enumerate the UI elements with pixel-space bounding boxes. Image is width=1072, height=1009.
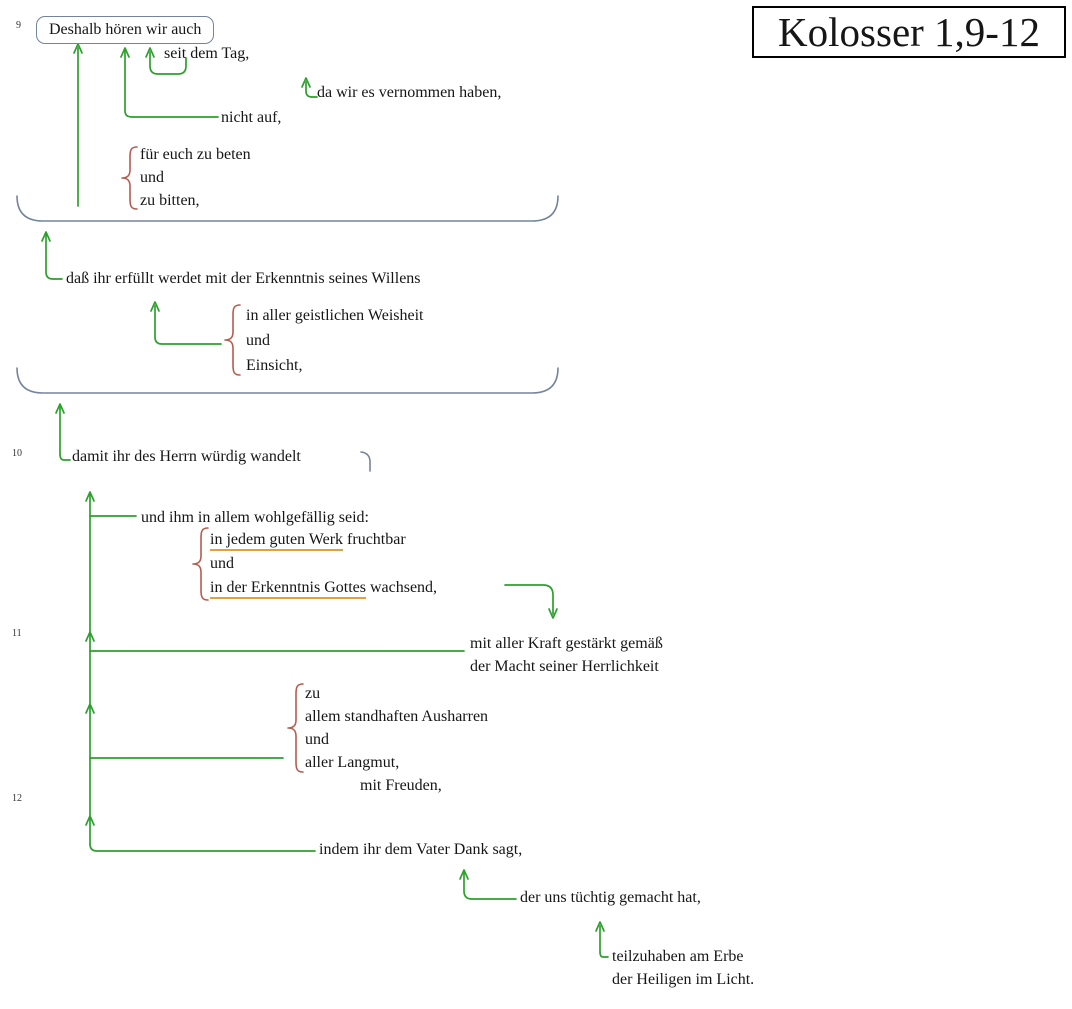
phrase-werk-underlined: in jedem guten Werk <box>210 531 344 551</box>
phrase-fuer-euch: für euch zu beten <box>140 146 251 163</box>
group-weisheit: in aller geistlichen Weisheit und Einsic… <box>246 303 423 378</box>
arrowhead-wachsend-down-icon <box>548 608 558 619</box>
phrase-der-uns: der uns tüchtig gemacht hat, <box>520 889 701 906</box>
connector-wachsend-down <box>504 584 554 615</box>
group-kraft: mit aller Kraft gestärkt gemäß der Macht… <box>470 632 663 678</box>
page-title: Kolosser 1,9-12 <box>778 8 1040 55</box>
arrowhead-seit-dem-tag-up-icon <box>145 47 155 58</box>
brace-weisheit-icon <box>224 304 241 376</box>
phrase-einsicht: Einsicht, <box>246 357 303 374</box>
phrase-heiligen: der Heiligen im Licht. <box>612 971 755 988</box>
group-teilzuhaben: teilzuhaben am Erbe der Heiligen im Lich… <box>612 945 754 991</box>
sentence-bracket-2 <box>16 367 559 394</box>
phrase-erkenntnis-underlined: in der Erkenntnis Gottes <box>210 579 366 599</box>
phrase-zu-bitten: zu bitten, <box>140 192 200 209</box>
phrase-erkenntnis-rest: wachsend, <box>365 579 438 596</box>
connector-der-uns <box>463 872 517 900</box>
connector-teilzuhaben <box>599 925 609 958</box>
phrase-damit-wandelt: damit ihr des Herrn würdig wandelt <box>72 448 301 465</box>
phrase-weisheit: in aller geistlichen Weisheit <box>246 307 424 324</box>
phrase-der-macht: der Macht seiner Herrlichkeit <box>470 658 659 675</box>
phrase-werk-und: und <box>210 555 234 572</box>
arrowhead-spine-top-icon <box>85 491 95 502</box>
group-werk: in jedem guten Werk fruchtbar und in der… <box>210 528 437 600</box>
arrowhead-damit-up-icon <box>55 403 65 414</box>
phrase-erkenntnis-line: in der Erkenntnis Gottes wachsend, <box>210 576 437 600</box>
phrase-langmut: aller Langmut, <box>305 754 400 771</box>
arrowhead-spine-v11-icon <box>85 631 95 642</box>
phrase-da-wir: da wir es vernommen haben, <box>317 84 502 101</box>
brace-beten-icon <box>121 146 138 210</box>
phrase-dass-erfuellt: daß ihr erfüllt werdet mit der Erkenntni… <box>66 270 421 287</box>
brace-ausharren-icon <box>287 683 304 773</box>
group-beten: für euch zu beten und zu bitten, <box>140 143 251 212</box>
title-box: Kolosser 1,9-12 <box>752 6 1066 58</box>
phrase-zu: zu <box>305 685 321 702</box>
arrowhead-nicht-auf-up-icon <box>120 47 130 58</box>
arrowhead-beten-up-icon <box>73 43 83 54</box>
phrase-indem-dank: indem ihr dem Vater Dank sagt, <box>319 841 523 858</box>
connector-dass-to-bracket1 <box>45 233 63 280</box>
verse-number-9: 9 <box>16 20 21 31</box>
verse-number-11: 11 <box>12 628 22 639</box>
phrase-teilzuhaben: teilzuhaben am Erbe <box>612 948 744 965</box>
arrowhead-der-uns-up-icon <box>459 869 469 880</box>
arrowhead-weisheit-up-icon <box>150 301 160 312</box>
arrowhead-da-wir-up-icon <box>301 77 311 88</box>
sentence-bracket-1 <box>16 195 559 222</box>
phrase-seit-dem-tag: seit dem Tag, <box>164 45 250 62</box>
phrase-beten-und: und <box>140 169 164 186</box>
brace-werk-icon <box>192 527 209 601</box>
branch-indem <box>89 843 316 852</box>
phrase-ausharren-und: und <box>305 731 329 748</box>
arrowhead-spine-v12-icon <box>85 815 95 826</box>
connector-weisheit-brace-to-dass <box>154 305 222 345</box>
connector-da-wir <box>305 81 318 98</box>
phrase-werk-line: in jedem guten Werk fruchtbar <box>210 528 437 552</box>
small-end-bracket <box>360 451 371 472</box>
phrase-deshalb: Deshalb hören wir auch <box>49 21 202 38</box>
phrase-mit-freuden: mit Freuden, <box>360 777 442 794</box>
verse-number-10: 10 <box>12 448 22 459</box>
connector-nicht-auf-to-box <box>124 49 219 118</box>
phrase-nicht-auf: nicht auf, <box>221 109 282 126</box>
arrowhead-dass-up-icon <box>41 231 51 242</box>
phrase-und-ihm: und ihm in allem wohlgefällig seid: <box>141 509 369 526</box>
connector-damit-to-bracket2 <box>59 405 71 461</box>
phrase-weisheit-und: und <box>246 332 270 349</box>
phrase-werk-rest: fruchtbar <box>343 531 406 548</box>
phrase-mit-aller-kraft: mit aller Kraft gestärkt gemäß <box>470 635 663 652</box>
arrowhead-spine-mid-icon <box>85 703 95 714</box>
phrase-deshalb-box: Deshalb hören wir auch <box>36 16 215 44</box>
arrowhead-teilzuhaben-up-icon <box>595 921 605 932</box>
group-ausharren: zu allem standhaften Ausharren und aller… <box>305 682 488 774</box>
connector-seit-dem-tag-hook <box>149 51 187 75</box>
verse-number-12: 12 <box>12 793 22 804</box>
phrase-ausharren: allem standhaften Ausharren <box>305 708 489 725</box>
